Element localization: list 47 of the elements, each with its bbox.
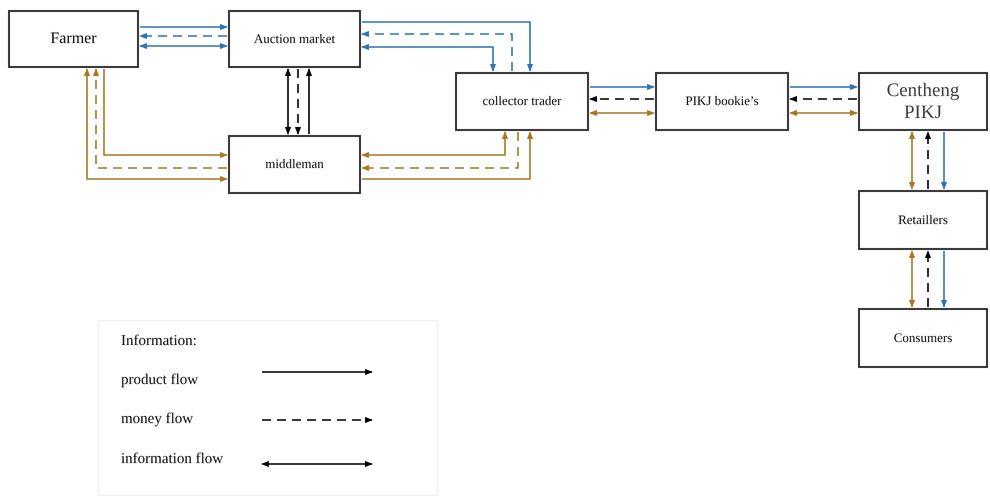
node-label: Retaillers — [898, 212, 948, 228]
flow-arrow — [790, 84, 858, 90]
entity-box — [858, 72, 988, 131]
flow-arrow — [924, 131, 932, 189]
flow-arrow — [361, 131, 508, 158]
flow-arrow — [284, 68, 292, 135]
flow-arrow — [940, 251, 948, 308]
entity-box — [858, 190, 988, 250]
entity-box — [455, 72, 589, 131]
legend-heading: Information: — [121, 333, 197, 350]
node-label: middleman — [265, 157, 324, 172]
flow-arrow — [924, 250, 932, 307]
flow-arrow — [139, 32, 227, 40]
flow-arrow — [294, 69, 302, 135]
legend-label: information flow — [121, 451, 224, 468]
node-label: Farmer — [50, 30, 97, 48]
flow-arrow — [908, 250, 916, 308]
flow-arrow — [590, 84, 655, 90]
entity-box — [655, 72, 789, 131]
flow-arrow — [908, 131, 916, 190]
flow-arrow — [361, 132, 519, 172]
entity-box — [858, 308, 988, 368]
flow-arrow — [362, 21, 534, 72]
legend-label: money flow — [121, 411, 194, 428]
node-label: Centheng PIKJ — [886, 80, 960, 124]
flow-arrow — [940, 132, 948, 190]
flow-arrow — [92, 68, 227, 169]
flow-arrow — [306, 68, 312, 134]
entity-box — [228, 135, 361, 194]
node-label: Auction market — [254, 32, 336, 46]
flow-arrow — [361, 30, 513, 71]
entity-box — [8, 10, 139, 68]
node-label: collector trader — [482, 94, 562, 109]
flow-arrow — [589, 96, 654, 102]
flow-arrow — [139, 42, 228, 50]
legend-label: product flow — [121, 372, 198, 389]
node-label: PIKJ bookie’s — [685, 94, 759, 109]
flow-arrow — [789, 96, 857, 102]
entity-box — [228, 10, 361, 68]
flow-arrow — [103, 69, 228, 158]
flow-arrow — [84, 68, 228, 182]
flow-arrow — [361, 44, 496, 72]
flow-arrow — [589, 110, 655, 116]
flow-arrow — [362, 131, 534, 180]
flow-arrow — [789, 110, 858, 116]
flow-arrow — [140, 24, 228, 30]
node-label: Consumers — [894, 330, 952, 346]
